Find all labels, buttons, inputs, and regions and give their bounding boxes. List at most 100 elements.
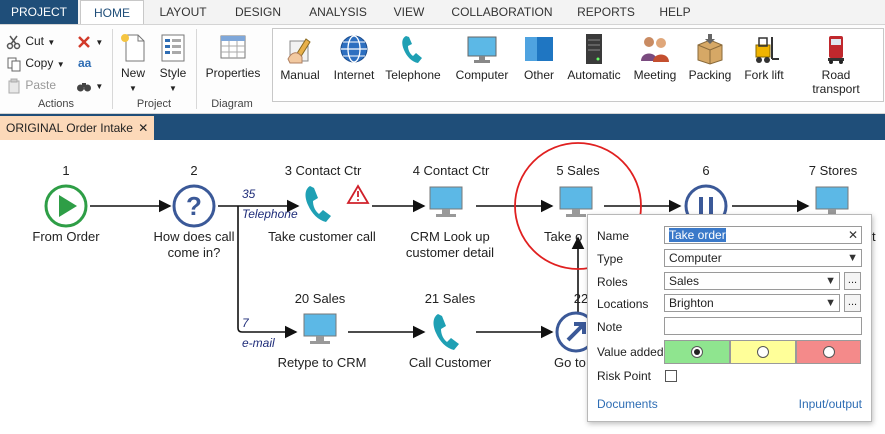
actions-group-label: Actions <box>37 98 75 110</box>
shape-internet[interactable]: Internet <box>329 33 379 82</box>
node-4-label: CRM Look up customer detail <box>405 229 495 260</box>
paste-button[interactable]: Paste <box>6 76 56 94</box>
ribbon-separator <box>196 29 197 109</box>
computer-monitor-icon <box>467 36 497 63</box>
locations-select[interactable]: Brighton ▼ <box>664 294 840 312</box>
shape-manual[interactable]: Manual <box>275 33 325 82</box>
tab-project[interactable]: PROJECT <box>0 0 78 24</box>
cut-label: Cut <box>25 34 45 48</box>
tab-analysis[interactable]: ANALYSIS <box>309 5 367 19</box>
node-6-number: 6 <box>702 163 710 178</box>
note-input[interactable] <box>664 317 862 335</box>
shape-meeting[interactable]: Meeting <box>629 33 681 82</box>
chevron-down-icon: ▼ <box>847 252 858 264</box>
globe-icon <box>340 35 368 63</box>
shape-packing[interactable]: Packing <box>685 33 735 82</box>
tab-design[interactable]: DESIGN <box>234 5 281 19</box>
tab-home[interactable]: HOME <box>80 0 144 24</box>
locations-label: Locations <box>597 297 649 311</box>
radio-selected <box>691 346 703 358</box>
node-5-number: 5 Sales <box>556 163 600 178</box>
node-3-number: 3 Contact Ctr <box>284 163 362 178</box>
telephone-icon <box>433 314 459 350</box>
roles-select[interactable]: Sales ▼ <box>664 272 840 290</box>
radio <box>822 346 835 358</box>
value-added-green[interactable] <box>664 340 730 364</box>
risk-point-checkbox[interactable] <box>665 370 677 382</box>
tab-collaboration[interactable]: COLLABORATION <box>451 5 553 19</box>
ribbon-separator <box>112 29 113 109</box>
value-added-red[interactable] <box>796 340 861 364</box>
radio <box>757 346 769 358</box>
node-22-label: Go to <box>554 355 586 370</box>
other-shape-icon <box>525 37 553 61</box>
tab-view[interactable]: VIEW <box>393 5 425 19</box>
project-group-label: Project <box>136 98 172 110</box>
copy-button[interactable]: Copy ▼ <box>6 54 65 72</box>
style-label: Style <box>159 66 187 80</box>
copy-icon <box>7 57 21 72</box>
documents-link[interactable]: Documents <box>597 397 658 411</box>
name-input[interactable]: Take order ✕ <box>664 226 862 244</box>
node-1-label: From Order <box>32 229 100 244</box>
manual-hand-icon <box>287 38 311 64</box>
diagram-group-label: Diagram <box>211 98 253 110</box>
scissors-icon <box>6 35 21 50</box>
properties-button[interactable]: Properties <box>202 31 264 80</box>
node-5-label: Take o <box>544 229 583 244</box>
input-output-link[interactable]: Input/output <box>798 397 862 411</box>
locations-more-button[interactable]: ... <box>844 294 861 312</box>
meeting-people-icon <box>641 37 669 62</box>
computer-monitor-icon <box>303 313 337 344</box>
node-22-number: 22 <box>573 291 589 306</box>
document-tab[interactable]: ORIGINAL Order Intake ✕ <box>0 116 155 140</box>
clear-icon[interactable]: ✕ <box>847 228 858 242</box>
ribbon-tab-bar: PROJECT HOME LAYOUT DESIGN ANALYSIS VIEW… <box>0 0 885 24</box>
new-button[interactable]: New ▼ <box>116 31 150 94</box>
replace-button[interactable]: aa <box>78 56 92 70</box>
node-20-number: 20 Sales <box>294 291 346 306</box>
style-button[interactable]: Style ▼ <box>156 31 190 94</box>
activity-properties-popup: Name Take order ✕ Type Computer ▼ Roles … <box>587 214 872 422</box>
delete-button[interactable]: ▼ <box>76 32 103 50</box>
tab-help[interactable]: HELP <box>659 5 691 19</box>
shape-other[interactable]: Other <box>517 33 561 82</box>
type-value: Computer <box>669 251 722 265</box>
node-3-label: Take customer call <box>268 229 376 244</box>
shape-fork-lift[interactable]: Fork lift <box>739 33 789 82</box>
shape-telephone[interactable]: Telephone <box>383 33 443 82</box>
binoculars-icon <box>77 82 91 92</box>
chevron-down-icon: ▼ <box>825 275 836 287</box>
email-flow-count: 7 <box>242 316 249 330</box>
close-icon[interactable]: ✕ <box>138 121 149 135</box>
risk-point-label: Risk Point <box>597 369 652 383</box>
shape-automatic[interactable]: Automatic <box>563 33 625 82</box>
roles-label: Roles <box>597 275 628 289</box>
find-button[interactable]: ▼ <box>76 76 103 94</box>
email-flow-label: e-mail <box>242 336 275 350</box>
telephone-flow-count: 35 <box>242 187 256 201</box>
node-21-number: 21 Sales <box>424 291 476 306</box>
value-added-label: Value added <box>597 345 664 359</box>
server-icon <box>586 34 602 64</box>
tab-reports[interactable]: REPORTS <box>577 5 635 19</box>
node-7-label: t <box>872 229 876 244</box>
shape-computer[interactable]: Computer <box>451 33 513 82</box>
computer-monitor-icon <box>815 186 849 217</box>
type-label: Type <box>597 252 624 266</box>
locations-value: Brighton <box>669 296 714 310</box>
node-2-label: How does call come in? <box>153 229 235 260</box>
cut-button[interactable]: Cut ▼ <box>6 32 55 50</box>
value-added-yellow[interactable] <box>730 340 796 364</box>
truck-icon <box>828 36 844 64</box>
type-select[interactable]: Computer ▼ <box>664 249 862 267</box>
shape-road-transport[interactable]: Road transport <box>803 33 869 96</box>
selection-highlight <box>514 142 642 270</box>
roles-more-button[interactable]: ... <box>844 272 861 290</box>
paste-label: Paste <box>25 78 57 92</box>
tab-layout[interactable]: LAYOUT <box>159 5 207 19</box>
computer-monitor-icon <box>429 186 463 217</box>
roles-value: Sales <box>669 274 700 288</box>
name-value: Take order <box>669 228 726 242</box>
node-1-number: 1 <box>62 163 70 178</box>
